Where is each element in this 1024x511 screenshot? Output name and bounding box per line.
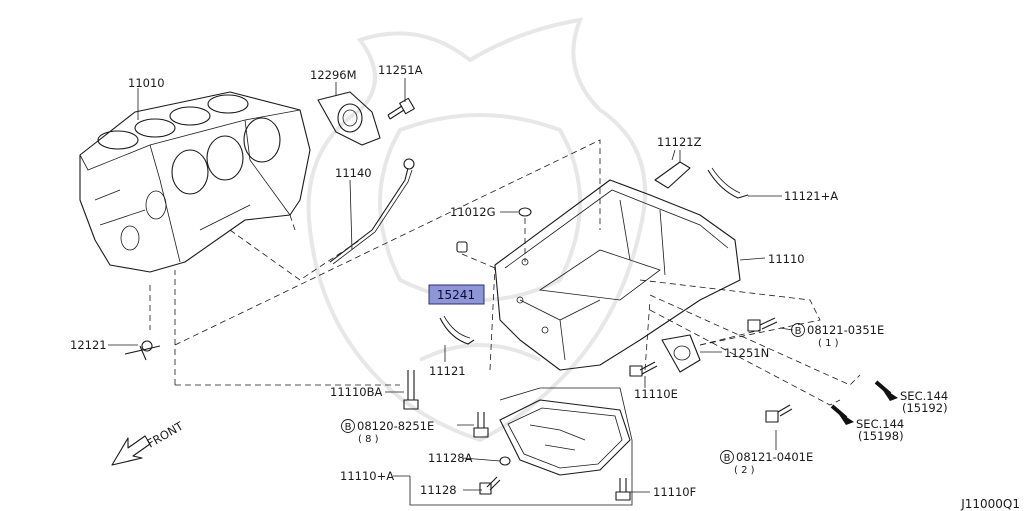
bolt-qty-0351e: ( 1 ) xyxy=(818,338,839,349)
part-label-11121z[interactable]: 11121Z xyxy=(657,135,702,149)
section-ref-15198[interactable]: SEC.144 (15198) xyxy=(856,417,904,443)
bolt-11110ba xyxy=(403,370,419,410)
part-label-11110e[interactable]: 11110E xyxy=(634,387,678,401)
bolt-callout-8251e[interactable]: B 08120-8251E ( 8 ) xyxy=(341,419,435,445)
bolt-circle-letter: B xyxy=(724,453,731,464)
bolt-0351e xyxy=(747,317,778,332)
part-label-11012g[interactable]: 11012G xyxy=(450,205,496,219)
part-label-11110f[interactable]: 11110F xyxy=(653,485,696,499)
dipstick xyxy=(329,158,415,265)
section-ref-number: (15192) xyxy=(902,401,948,415)
part-label-11110a[interactable]: 11110+A xyxy=(340,469,394,483)
front-label: FRONT xyxy=(145,418,187,450)
bolt-callout-0351e[interactable]: B 08121-0351E ( 1 ) xyxy=(791,323,885,349)
plug-11012g xyxy=(518,207,532,217)
bolt-qty-0401e: ( 2 ) xyxy=(734,465,755,476)
part-label-11010[interactable]: 11010 xyxy=(128,76,165,90)
bolt-circle-letter: B xyxy=(795,326,802,337)
bolt-code-0401e: 08121-0401E xyxy=(736,450,813,464)
section-ref-15192[interactable]: SEC.144 (15192) xyxy=(900,389,948,415)
assembly-lines xyxy=(149,139,861,406)
bolt-11110e xyxy=(629,361,658,377)
bolt-8251e xyxy=(473,412,489,438)
oil-seal-retainer xyxy=(317,91,381,146)
part-label-11110[interactable]: 11110 xyxy=(768,252,805,266)
section-ref-label: SEC.144 xyxy=(856,417,904,431)
highlight-box-15241 xyxy=(428,284,485,305)
part-label-11121a[interactable]: 11121+A xyxy=(784,189,838,203)
bolt-code-0351e: 08121-0351E xyxy=(807,323,884,337)
leader-lines xyxy=(108,78,794,506)
part-label-11128a[interactable]: 11128A xyxy=(428,451,473,465)
section-arrow-15198 xyxy=(830,404,854,425)
section-ref-label: SEC.144 xyxy=(900,389,948,403)
drain-plug-11128 xyxy=(479,476,501,495)
bolt-11251a xyxy=(387,97,415,120)
bolt-callout-0401e[interactable]: B 08121-0401E ( 2 ) xyxy=(720,450,814,476)
section-arrow-15192 xyxy=(874,380,898,401)
bolt-code-8251e: 08120-8251E xyxy=(357,419,434,433)
washer-11128a xyxy=(499,456,511,466)
part-label-12296m[interactable]: 12296M xyxy=(310,68,357,82)
part-label-15241[interactable]: 15241 xyxy=(437,288,475,302)
part-label-12121[interactable]: 12121 xyxy=(70,338,107,352)
front-arrow xyxy=(111,435,151,466)
bolt-11110f xyxy=(615,478,631,501)
plug-15241 xyxy=(456,241,468,253)
part-label-11251a[interactable]: 11251A xyxy=(378,63,423,77)
oil-pan-upper xyxy=(494,179,741,371)
oil-pan-lower xyxy=(499,399,631,476)
part-label-11251n[interactable]: 11251N xyxy=(724,346,769,360)
section-ref-number: (15198) xyxy=(858,429,904,443)
drain-plug-12121 xyxy=(124,340,161,361)
diagram-code: J11000Q1 xyxy=(960,497,1020,511)
bolt-circle-letter: B xyxy=(345,422,352,433)
part-label-11128[interactable]: 11128 xyxy=(420,483,457,497)
cover-11251n xyxy=(661,334,701,373)
gasket-11121a xyxy=(707,167,749,199)
part-label-11121[interactable]: 11121 xyxy=(429,364,466,378)
part-label-11110ba[interactable]: 11110BA xyxy=(330,385,382,399)
part-label-11140[interactable]: 11140 xyxy=(335,166,372,180)
watermark-emblem xyxy=(306,17,647,443)
cylinder-block xyxy=(79,91,311,273)
gasket-11121 xyxy=(439,315,475,345)
bolt-qty-8251e: ( 8 ) xyxy=(358,434,379,445)
bolt-0401e xyxy=(765,404,793,423)
baffle-11121z xyxy=(654,149,691,189)
